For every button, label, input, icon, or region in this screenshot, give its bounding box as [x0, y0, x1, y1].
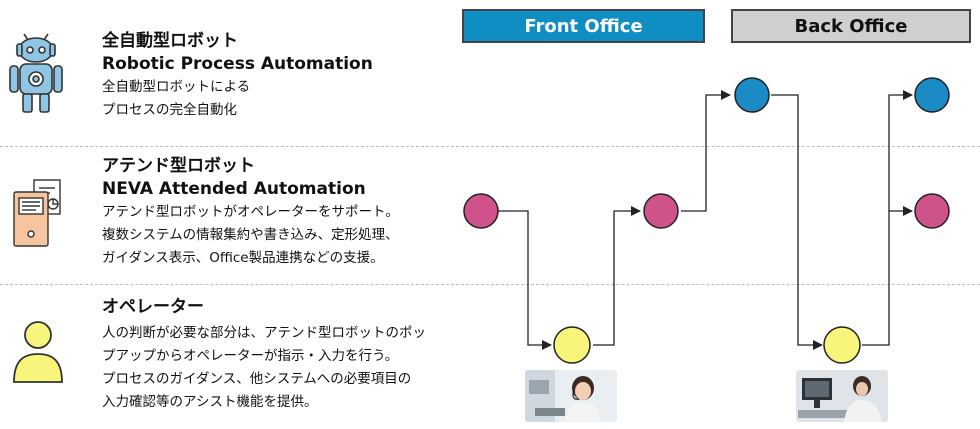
divider [0, 284, 980, 285]
attended-title-ja: アテンド型ロボット [102, 156, 255, 176]
rpa-title-ja: 全自動型ロボット [102, 31, 238, 51]
flow-connector [593, 206, 641, 346]
attended-desc-line: ガイダンス表示、Office製品連携などの支援。 [102, 250, 384, 266]
flow-connector [498, 210, 552, 350]
rpa-node [734, 77, 770, 113]
operator-node [823, 326, 861, 364]
flow-connector [681, 90, 731, 212]
front-office-operator-photo [525, 370, 617, 422]
rpa-desc-line: 全自動型ロボットによる [102, 79, 251, 95]
attended-node [463, 193, 499, 229]
flow-connector [771, 94, 823, 350]
operator-desc-line: プアップからオペレーターが指示・入力を行う。 [102, 348, 399, 364]
operator-desc-line: 人の判断が必要な部分は、アテンド型ロボットのポッ [102, 325, 426, 341]
rpa-node [914, 77, 950, 113]
attended-title-en: NEVA Attended Automation [102, 179, 366, 199]
operator-desc-line: 入力確認等のアシスト機能を提供。 [102, 394, 318, 410]
flow-connector [862, 90, 913, 346]
divider [0, 146, 980, 147]
robot-icon [9, 33, 63, 113]
attended-desc-line: 複数システムの情報集約や書き込み、定形処理、 [102, 227, 399, 243]
rpa-title-en: Robotic Process Automation [102, 54, 373, 74]
computer-document-icon [13, 179, 61, 247]
operator-node [553, 326, 591, 364]
rpa-desc-line: プロセスの完全自動化 [102, 102, 237, 118]
attended-node [643, 193, 679, 229]
back-office-header: Back Office [731, 9, 971, 43]
front-office-header: Front Office [462, 9, 705, 43]
person-icon [13, 321, 63, 383]
operator-title: オペレーター [102, 297, 204, 317]
attended-desc-line: アテンド型ロボットがオペレーターをサポート。 [102, 204, 399, 220]
attended-node [914, 193, 950, 229]
operator-desc-line: プロセスのガイダンス、他システムへの必要項目の [102, 371, 412, 387]
back-office-worker-photo [796, 370, 888, 422]
